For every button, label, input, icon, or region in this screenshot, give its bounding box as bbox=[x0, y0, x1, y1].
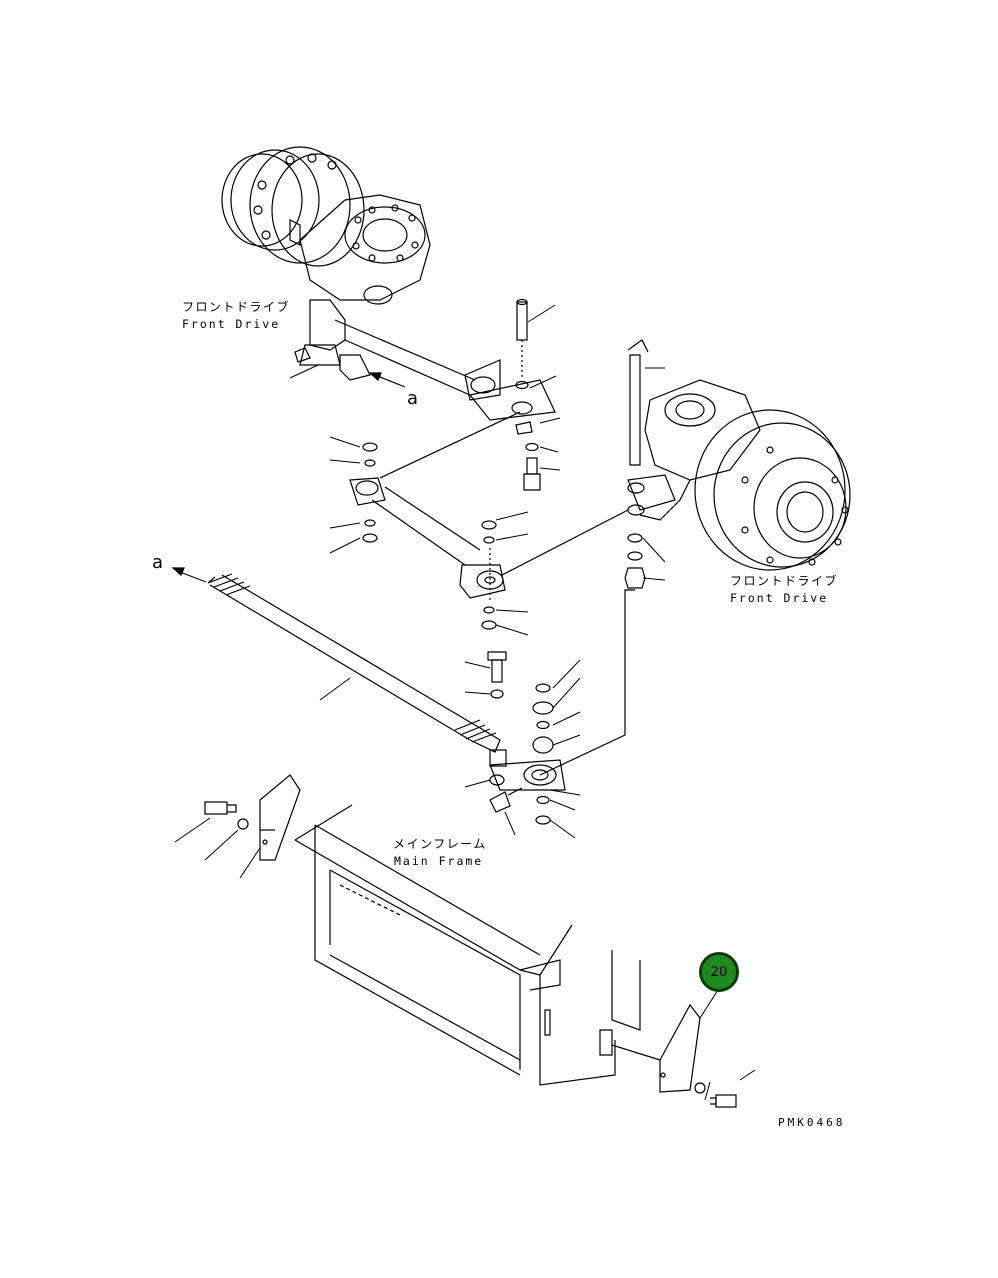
tie-rod bbox=[207, 573, 501, 753]
view-arrows bbox=[171, 372, 406, 583]
view-a-label-upper: a bbox=[407, 388, 419, 409]
front-drive-upper-label-en: Front Drive bbox=[182, 317, 281, 331]
callout-number: 20 bbox=[710, 964, 728, 980]
left-mounting-bracket bbox=[204, 774, 301, 861]
front-drive-right-assembly bbox=[539, 339, 851, 776]
main-frame-label-en: Main Frame bbox=[394, 854, 484, 868]
front-drive-right-label-en: Front Drive bbox=[730, 591, 829, 605]
view-a-label-left: a bbox=[152, 552, 164, 573]
right-mounting-bracket bbox=[611, 1003, 737, 1108]
steering-link-arm bbox=[349, 411, 629, 630]
main-frame-label-jp: メインフレーム bbox=[393, 837, 487, 851]
front-drive-right-label-jp: フロントドライブ bbox=[730, 574, 839, 588]
upper-steering-bracket bbox=[468, 298, 556, 491]
front-drive-upper-assembly bbox=[221, 146, 501, 401]
main-frame bbox=[294, 804, 641, 1086]
drawing-code: PMK0468 bbox=[778, 1116, 846, 1129]
lower-steering-arm bbox=[487, 651, 566, 825]
front-drive-upper-label-jp: フロントドライブ bbox=[182, 300, 291, 314]
part-callout-20[interactable]: 20 bbox=[699, 952, 739, 992]
leader-lines bbox=[174, 304, 756, 1101]
